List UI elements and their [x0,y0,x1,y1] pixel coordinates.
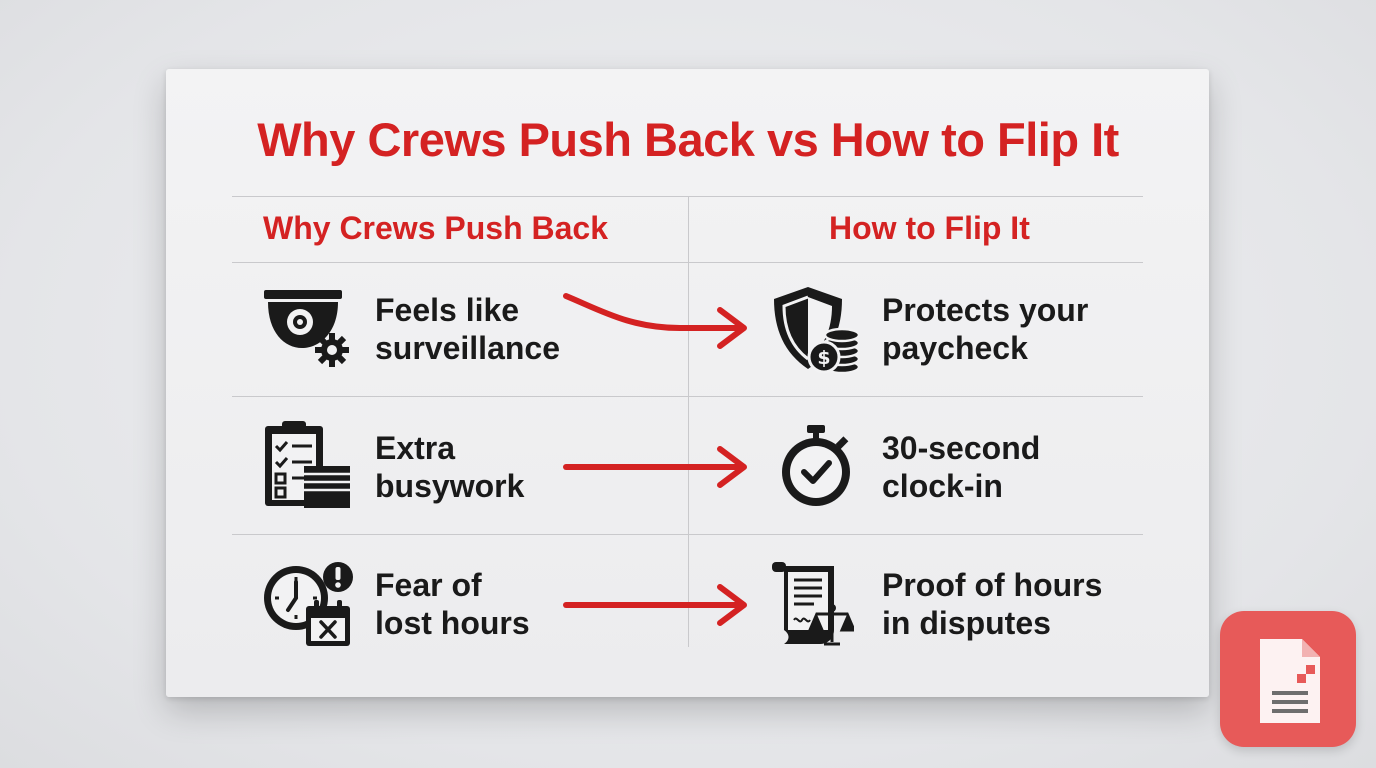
left-column-header: Why Crews Push Back [263,210,608,246]
divider [232,534,1143,535]
right-column-header: How to Flip It [829,210,1030,246]
clock-alert-calendar-icon [262,560,356,648]
comparison-card [166,69,1209,697]
surveillance-camera-gear-icon [262,288,354,370]
document-scales-icon [770,560,854,650]
column-divider [688,197,689,647]
stopwatch-check-icon [776,424,858,510]
divider [232,262,1143,263]
right-arrow-icon [563,293,747,349]
svg-text:$: $ [817,347,830,369]
clipboard-paperwork-icon [262,420,354,510]
app-tile[interactable] [1220,611,1356,747]
document-app-icon [1260,639,1320,723]
page-title: Why Crews Push Back vs How to Flip It [257,113,1119,166]
right-arrow-icon [563,584,747,626]
shield-coins-icon: $ [770,285,864,375]
right-arrow-icon [563,446,747,488]
divider [232,196,1143,197]
divider [232,396,1143,397]
